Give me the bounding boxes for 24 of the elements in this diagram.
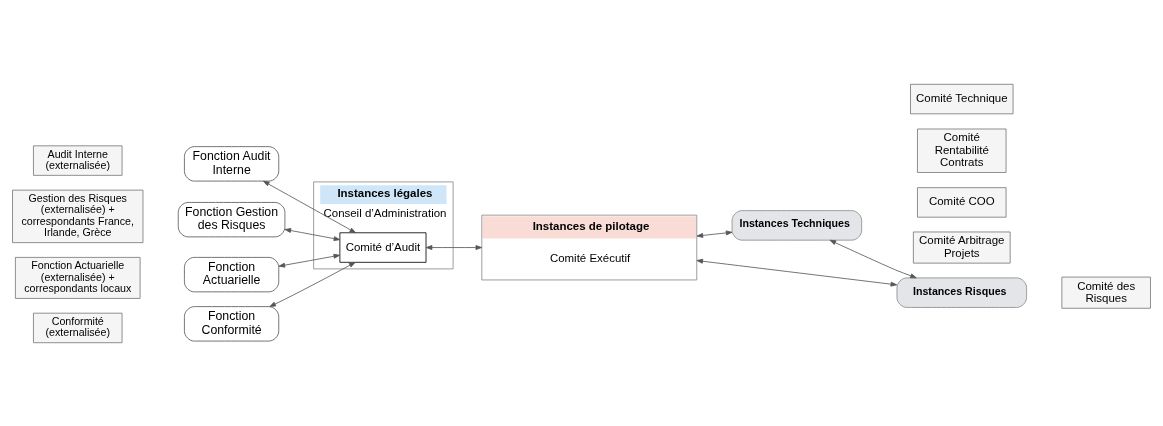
node-box: Comité Rentabilité Contrats [917, 128, 1007, 173]
node-box: Fonction Actuarielle (externalisée) + correspondants locaux [15, 256, 141, 299]
node-box: Comité Arbitrage Projets [912, 231, 1011, 264]
arrow [269, 261, 356, 307]
node-box: Fonction Actuarielle [184, 256, 280, 292]
node-box: Gestion des Risques (externalisée) + correspondants France, Irlande, Grèce [12, 189, 144, 243]
arrow [696, 258, 898, 287]
arrow [425, 244, 483, 250]
node-box: Audit Interne (externalisée) [33, 144, 123, 176]
arrow [278, 253, 341, 268]
node-box: Fonction Conformité [184, 305, 280, 341]
arrow [829, 239, 917, 278]
arrow [284, 227, 341, 241]
node-box: Comité d’Audit [339, 231, 427, 263]
arrow [263, 180, 357, 233]
node-box: Fonction Gestion des Risques [177, 201, 286, 237]
node-box: Fonction Audit Interne [184, 145, 280, 181]
node-box: Comité des Risques [1061, 276, 1151, 309]
node-box: Instances Risques [896, 277, 1027, 308]
node-box: Comité COO [917, 186, 1007, 218]
arrow [696, 230, 733, 238]
node-box: Comité Technique [910, 83, 1014, 114]
node-box: Instances Techniques [731, 209, 863, 241]
node-box: Conformité (externalisée) [33, 312, 123, 343]
